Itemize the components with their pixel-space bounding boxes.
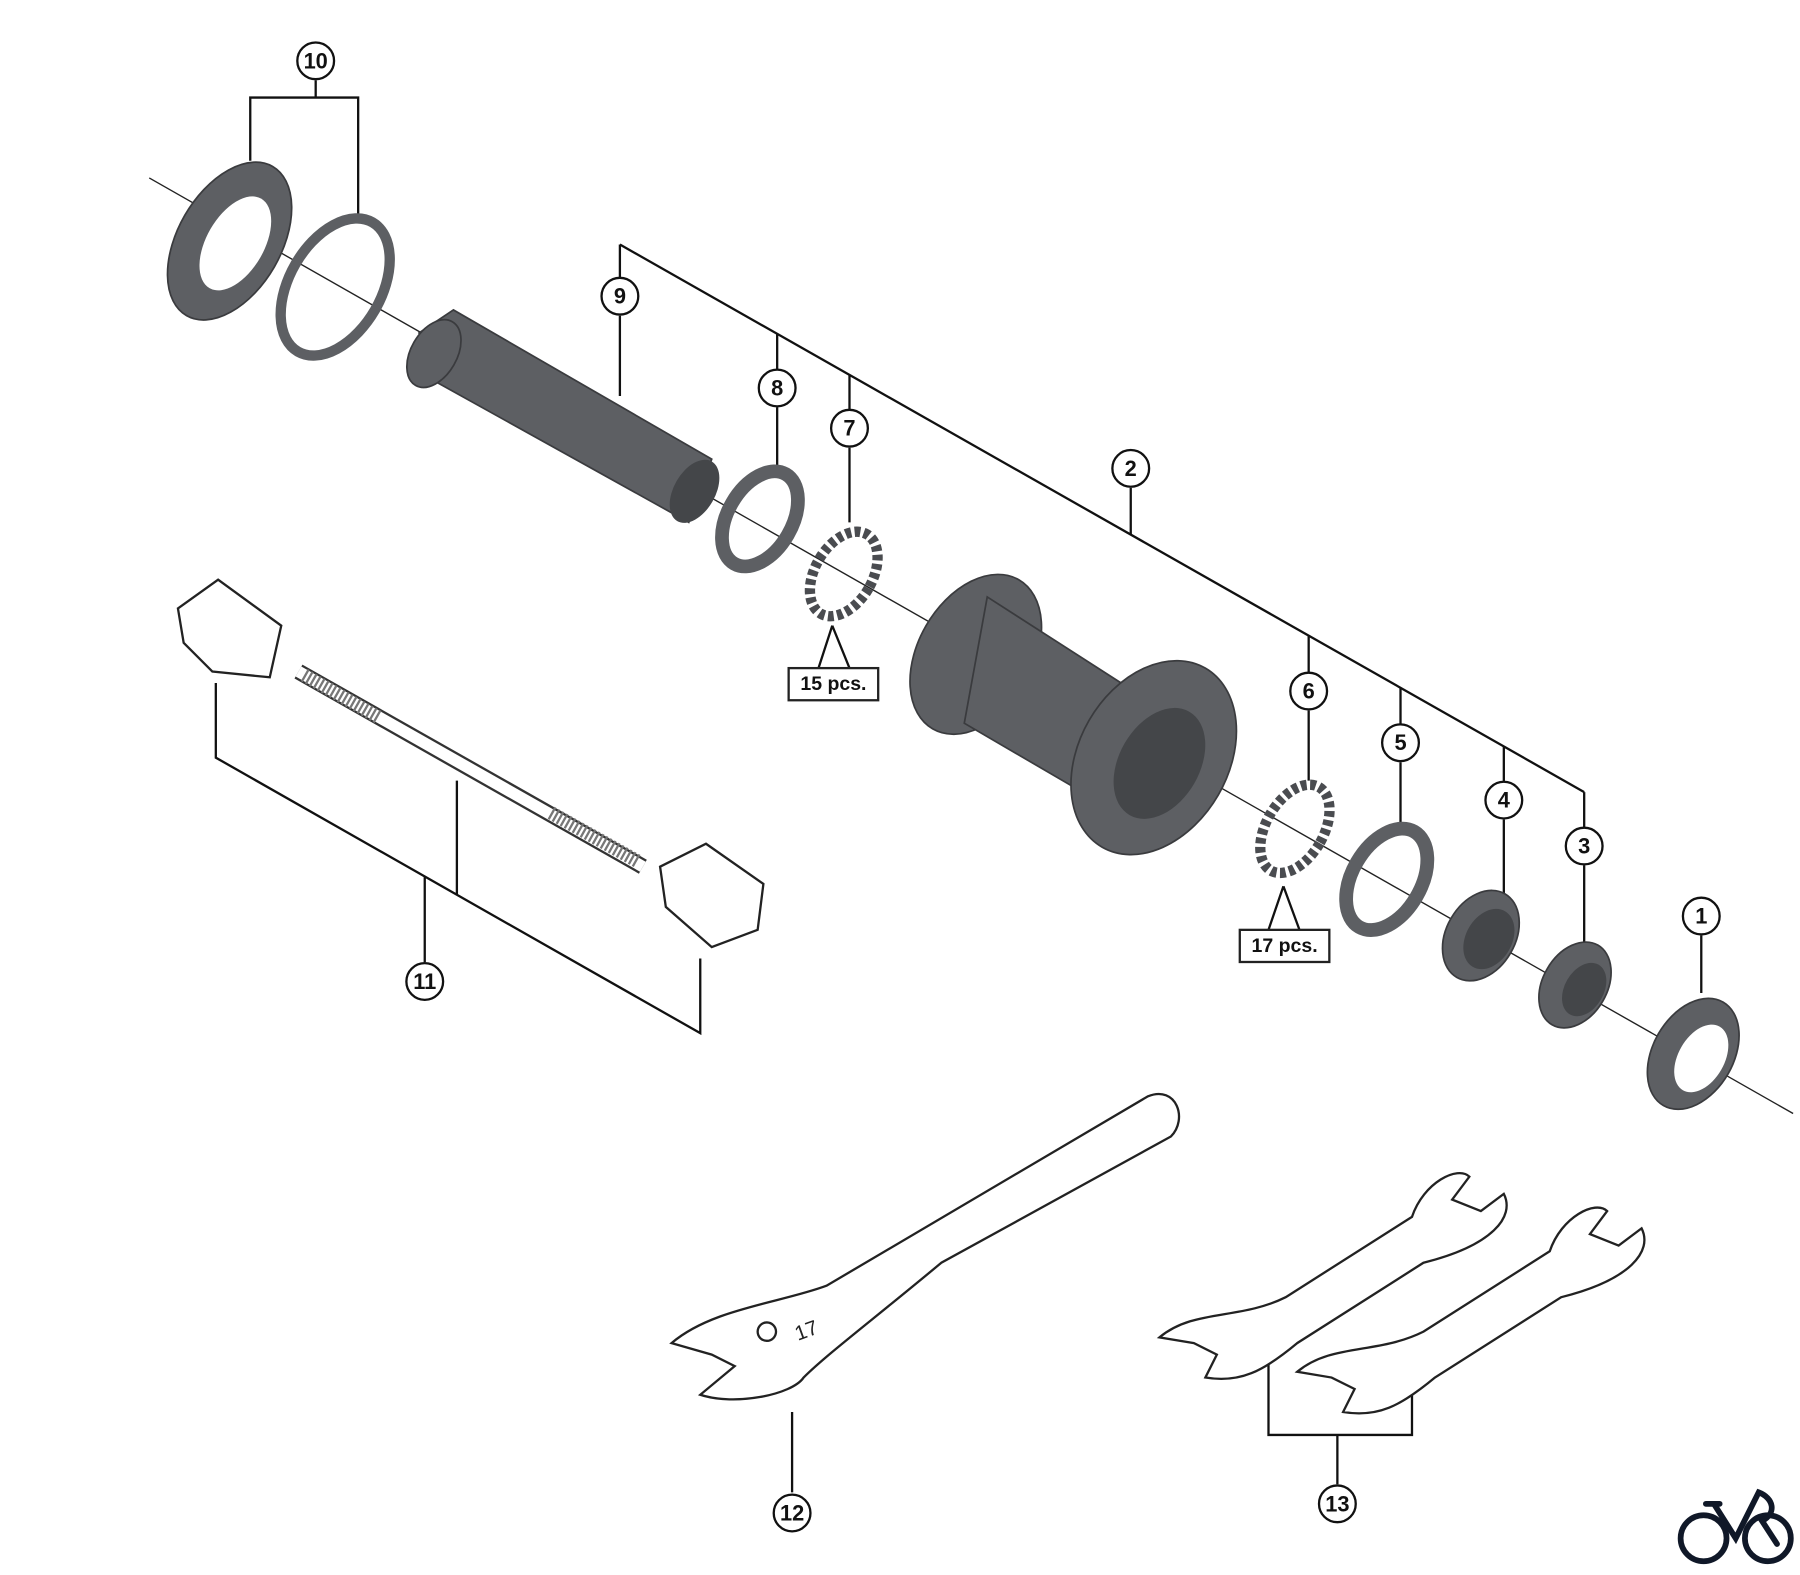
qty-box-15: 15 pcs.	[787, 666, 880, 702]
leader-lines	[214, 80, 1703, 1493]
callout-3: 3	[1564, 826, 1604, 866]
callout-11: 11	[405, 961, 445, 1002]
svg-text:8: 8	[771, 376, 783, 401]
callout-10: 10	[296, 41, 336, 81]
part-1-locknut	[1646, 997, 1740, 1111]
callout-8: 8	[757, 368, 797, 408]
bicycle-logo-icon	[1677, 1488, 1794, 1565]
part-7-ball-retainer	[804, 526, 883, 622]
callout-9: 9	[600, 276, 640, 316]
part-12-cone-wrench: 17	[669, 1093, 1181, 1401]
svg-text:13: 13	[1325, 1491, 1349, 1516]
part-4-cone	[1441, 889, 1521, 982]
svg-text:4: 4	[1498, 788, 1510, 813]
part-5-dust-seal	[1339, 821, 1435, 937]
svg-text:9: 9	[614, 284, 626, 309]
part-8-cone	[715, 464, 805, 574]
callout-1: 1	[1681, 896, 1721, 936]
svg-text:1: 1	[1695, 904, 1707, 929]
callout-13: 13	[1317, 1484, 1357, 1524]
callout-12: 12	[772, 1493, 812, 1533]
svg-text:5: 5	[1394, 730, 1406, 755]
qty-label-17: 17 pcs.	[1251, 935, 1317, 957]
svg-text:7: 7	[843, 416, 855, 441]
svg-text:2: 2	[1125, 456, 1137, 481]
part-11-thru-axle	[176, 578, 765, 949]
qty-box-17: 17 pcs.	[1238, 928, 1331, 964]
svg-text:3: 3	[1578, 834, 1590, 859]
callout-2: 2	[1111, 448, 1151, 488]
svg-text:6: 6	[1303, 679, 1315, 704]
part-9-freehub-axle	[405, 308, 720, 524]
part-3-spacer	[1538, 941, 1612, 1029]
svg-text:12: 12	[780, 1501, 804, 1526]
svg-text:10: 10	[304, 48, 328, 73]
callout-7: 7	[829, 408, 870, 448]
callout-4: 4	[1484, 780, 1524, 820]
part-2-hub-shell	[909, 573, 1238, 856]
svg-text:11: 11	[413, 969, 436, 994]
callout-6: 6	[1289, 671, 1329, 711]
part-13-cone-wrenches	[1156, 1171, 1646, 1415]
callout-5: 5	[1380, 723, 1421, 763]
part-10-washer	[275, 213, 395, 361]
part-6-ball-retainer	[1255, 779, 1335, 879]
part-10-locknut	[166, 161, 293, 321]
qty-label-15: 15 pcs.	[800, 673, 866, 695]
